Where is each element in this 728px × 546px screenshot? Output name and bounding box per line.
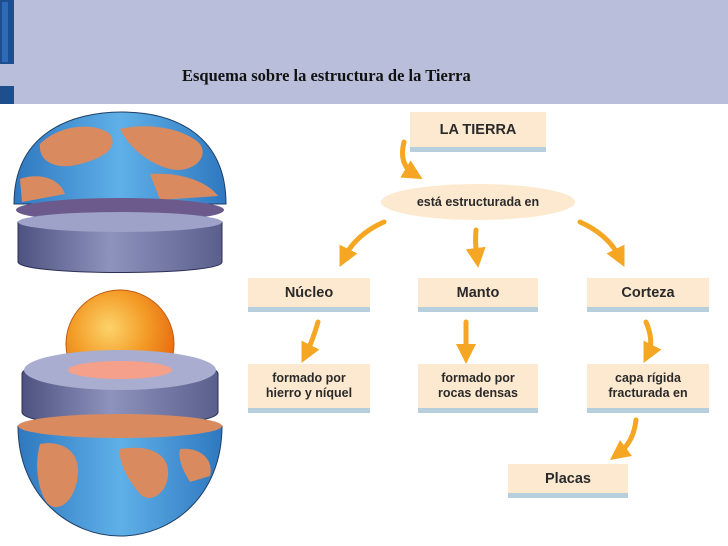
mantle-shell-top — [17, 212, 223, 273]
desc-box-manto: formado por rocas densas — [418, 364, 538, 413]
desc-box-nucleo: formado por hierro y níquel — [248, 364, 370, 413]
desc-manto-line-2: rocas densas — [438, 386, 518, 400]
desc-corteza-line-1: capa rígida — [615, 371, 681, 385]
desc-manto-line-1: formado por — [441, 371, 515, 385]
header-band: Esquema sobre la estructura de la Tierra — [0, 0, 728, 104]
layer-box-manto: Manto — [418, 278, 538, 312]
header-accent-bar-top — [0, 0, 14, 64]
arrow-corteza-to-placas — [610, 417, 639, 461]
final-box-placas: Placas — [508, 464, 628, 498]
arrow-root-to-connector — [399, 139, 423, 180]
desc-corteza-line-2: fracturada en — [608, 386, 688, 400]
desc-nucleo-line-2: hierro y níquel — [265, 386, 353, 400]
arrow-connector-to-nucleo — [339, 219, 387, 267]
arrow-connector-to-manto — [465, 227, 486, 268]
earth-cutaway-illustration — [13, 111, 227, 537]
root-box-la-tierra: LA TIERRA — [410, 112, 546, 152]
connector-label-estructurada: está estructurada en — [381, 184, 575, 220]
crust-hemisphere-bottom — [17, 414, 223, 537]
crust-cap-top — [13, 111, 227, 222]
layer-box-corteza: Corteza — [587, 278, 709, 312]
mantle-shell-bottom — [21, 350, 219, 426]
arrow-nucleo-to-desc — [301, 319, 321, 363]
header-accent-bar-bottom — [0, 86, 14, 104]
desc-box-corteza: capa rígida fracturada en — [587, 364, 709, 413]
layer-box-nucleo: Núcleo — [248, 278, 370, 312]
arrow-connector-to-corteza — [577, 219, 625, 267]
page-title: Esquema sobre la estructura de la Tierra — [182, 66, 471, 85]
arrow-corteza-to-desc — [643, 319, 662, 363]
desc-nucleo-line-1: formado por — [272, 371, 346, 385]
